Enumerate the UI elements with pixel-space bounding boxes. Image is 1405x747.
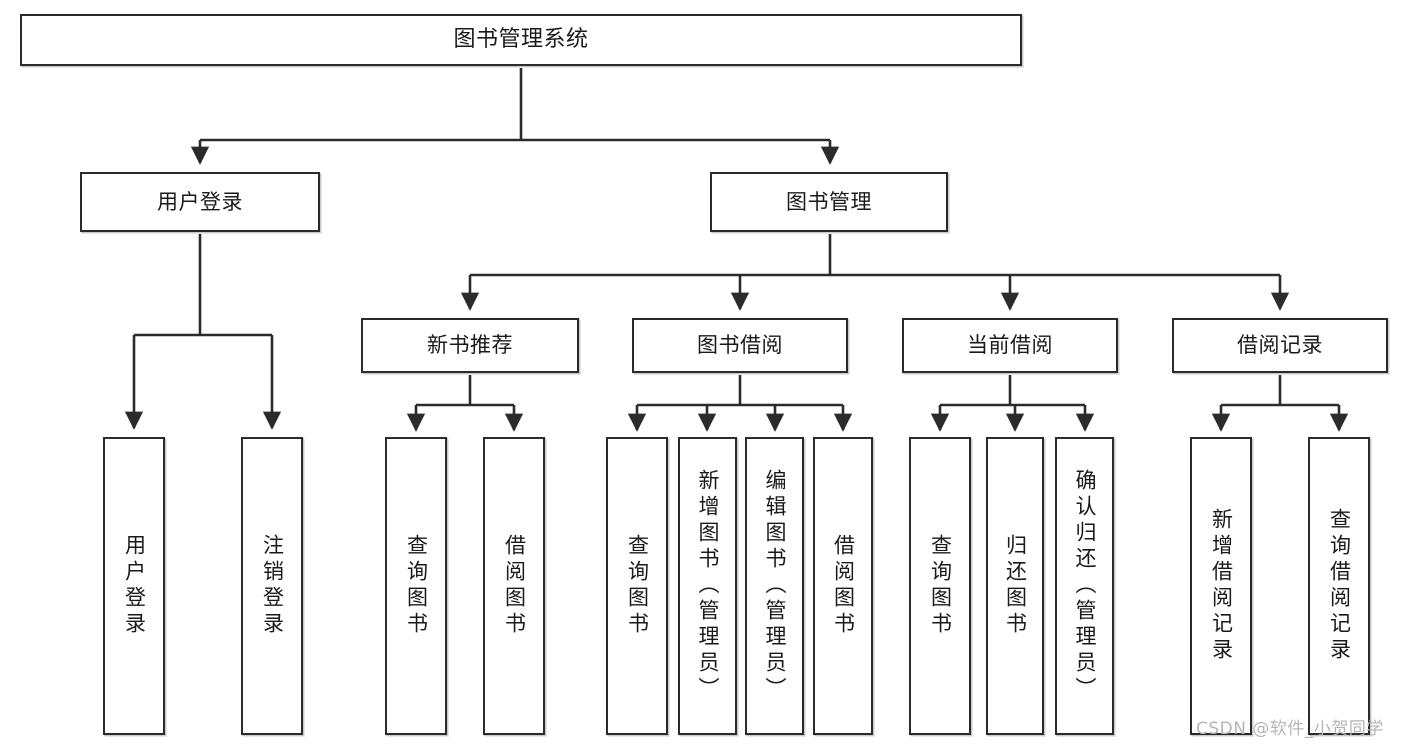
- node-leaf-borrow-book-2-label: 借阅图书: [831, 534, 856, 638]
- node-root[interactable]: 图书管理系统: [20, 14, 1022, 66]
- node-new-book-rec-label: 新书推荐: [427, 333, 513, 358]
- node-leaf-query-book-1[interactable]: 查询图书: [385, 437, 447, 735]
- node-leaf-add-book[interactable]: 新增图书（管理员）: [678, 437, 737, 735]
- node-leaf-borrow-book-1-label: 借阅图书: [502, 534, 527, 638]
- node-leaf-add-book-label: 新增图书（管理员）: [696, 469, 720, 703]
- node-leaf-confirm-return-label: 确认归还（管理员）: [1073, 469, 1097, 703]
- node-leaf-logout-label: 注销登录: [260, 534, 285, 638]
- node-book-borrow-label: 图书借阅: [697, 333, 783, 358]
- node-leaf-query-book-1-label: 查询图书: [404, 534, 429, 638]
- node-leaf-query-record[interactable]: 查询借阅记录: [1308, 437, 1370, 735]
- node-leaf-borrow-book-1[interactable]: 借阅图书: [483, 437, 545, 735]
- watermark-text: CSDN @软件_小贺同学: [1196, 719, 1384, 739]
- node-new-book-rec[interactable]: 新书推荐: [361, 318, 579, 373]
- node-leaf-user-login[interactable]: 用户登录: [103, 437, 165, 735]
- node-borrow-record-label: 借阅记录: [1237, 333, 1323, 358]
- node-book-borrow[interactable]: 图书借阅: [632, 318, 848, 373]
- node-leaf-borrow-book-2[interactable]: 借阅图书: [813, 437, 873, 735]
- node-book-manage-label: 图书管理: [786, 189, 872, 214]
- node-leaf-return-book-label: 归还图书: [1003, 534, 1028, 638]
- node-root-label: 图书管理系统: [453, 27, 589, 53]
- node-leaf-query-book-3[interactable]: 查询图书: [909, 437, 971, 735]
- node-leaf-query-book-2[interactable]: 查询图书: [606, 437, 668, 735]
- node-current-borrow-label: 当前借阅: [967, 333, 1053, 358]
- node-leaf-user-login-label: 用户登录: [122, 534, 147, 638]
- node-leaf-query-book-2-label: 查询图书: [625, 534, 650, 638]
- node-leaf-return-book[interactable]: 归还图书: [986, 437, 1044, 735]
- node-leaf-confirm-return[interactable]: 确认归还（管理员）: [1055, 437, 1114, 735]
- node-user-login-label: 用户登录: [157, 189, 243, 214]
- node-leaf-add-record[interactable]: 新增借阅记录: [1190, 437, 1252, 735]
- node-leaf-add-record-label: 新增借阅记录: [1209, 508, 1234, 664]
- node-leaf-edit-book[interactable]: 编辑图书（管理员）: [745, 437, 804, 735]
- node-borrow-record[interactable]: 借阅记录: [1172, 318, 1388, 373]
- node-book-manage[interactable]: 图书管理: [710, 172, 948, 232]
- node-leaf-query-record-label: 查询借阅记录: [1327, 508, 1352, 664]
- node-user-login[interactable]: 用户登录: [80, 172, 320, 232]
- node-leaf-logout[interactable]: 注销登录: [241, 437, 303, 735]
- node-leaf-edit-book-label: 编辑图书（管理员）: [763, 469, 787, 703]
- node-current-borrow[interactable]: 当前借阅: [902, 318, 1118, 373]
- node-leaf-query-book-3-label: 查询图书: [928, 534, 953, 638]
